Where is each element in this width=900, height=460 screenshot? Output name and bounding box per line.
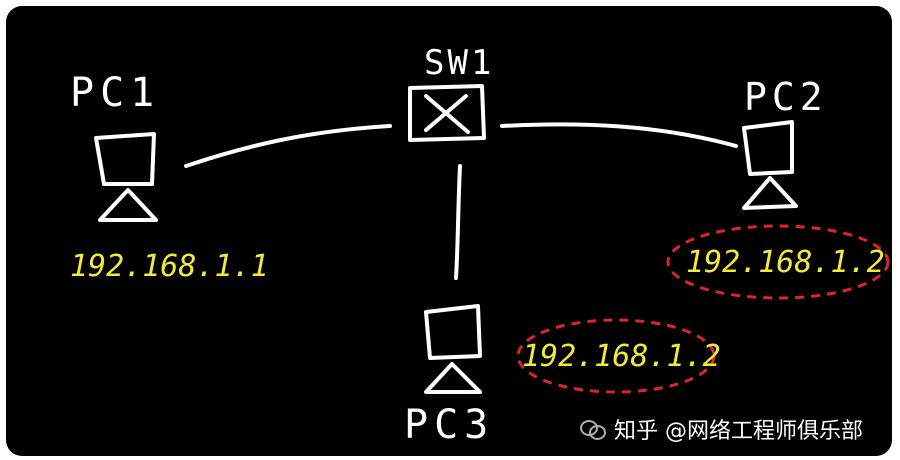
link-sw1-pc3 <box>454 164 462 280</box>
pc1-ip: 192.168.1.1 <box>70 249 269 284</box>
pc2-ip: 192.168.1.2 <box>686 245 885 280</box>
pc1-label: PC1 <box>70 70 160 116</box>
wechat-icon <box>580 418 606 440</box>
watermark: 知乎 @网络工程师俱乐部 <box>580 412 863 446</box>
watermark-text: 知乎 @网络工程师俱乐部 <box>614 419 863 444</box>
link-sw1-pc2 <box>500 122 738 148</box>
switch-icon <box>408 84 486 142</box>
pc3-ip-highlight <box>516 318 716 394</box>
network-diagram: SW1 PC1 192.168.1.1 PC2 192.168.1.2 PC3 … <box>70 43 890 448</box>
pc3-ip: 192.168.1.2 <box>522 339 721 374</box>
pc3-label: PC3 <box>404 402 494 448</box>
network-diagram-board: SW1 PC1 192.168.1.1 PC2 192.168.1.2 PC3 … <box>6 6 892 456</box>
computer-icon <box>742 120 798 210</box>
pc2-label: PC2 <box>744 75 828 119</box>
pc2-ip-highlight <box>666 224 890 300</box>
computer-icon <box>424 304 482 394</box>
link-sw1-pc1 <box>184 124 392 168</box>
switch-label: SW1 <box>424 43 494 83</box>
computer-icon <box>94 132 158 222</box>
